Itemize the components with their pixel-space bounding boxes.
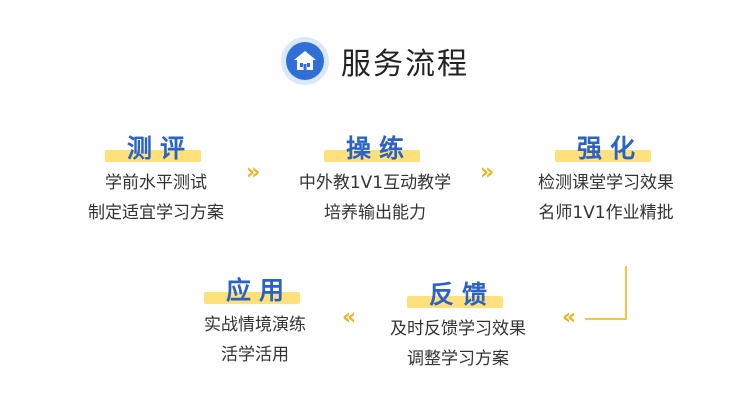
step-line: 中外教1V1互动教学 [298,173,452,193]
step-line: 及时反馈学习效果 [390,319,526,339]
step-assessment: 测评 学前水平测试 制定适宜学习方案 [66,134,246,228]
page-title: 服务流程 [341,47,469,82]
step-line: 检测课堂学习效果 [538,173,674,193]
flow-connector [585,266,627,320]
chevron-right-icon: » [246,160,260,185]
chevron-left-icon: « [562,305,576,330]
step-title: 应用 [203,276,300,306]
step-line: 活学活用 [221,345,289,365]
step-line: 实战情境演练 [204,315,306,335]
step-line: 学前水平测试 [105,173,207,193]
step-line: 调整学习方案 [407,349,509,369]
chevron-left-icon: « [342,305,356,330]
step-line: 名师1V1作业精批 [538,203,674,223]
step-title: 反馈 [406,280,503,310]
step-reinforce: 强化 检测课堂学习效果 名师1V1作业精批 [516,134,696,228]
step-line: 制定适宜学习方案 [88,203,224,223]
step-line: 培养输出能力 [324,203,426,223]
chevron-right-icon: » [480,160,494,185]
step-title: 强化 [554,134,651,164]
house-icon [281,37,329,85]
step-practice: 操练 中外教1V1互动教学 培养输出能力 [282,134,468,228]
header: 服务流程 [0,36,750,86]
step-application: 应用 实战情境演练 活学活用 [170,276,340,370]
step-title: 测评 [104,134,201,164]
step-feedback: 反馈 及时反馈学习效果 调整学习方案 [368,280,548,374]
step-title: 操练 [323,134,420,164]
